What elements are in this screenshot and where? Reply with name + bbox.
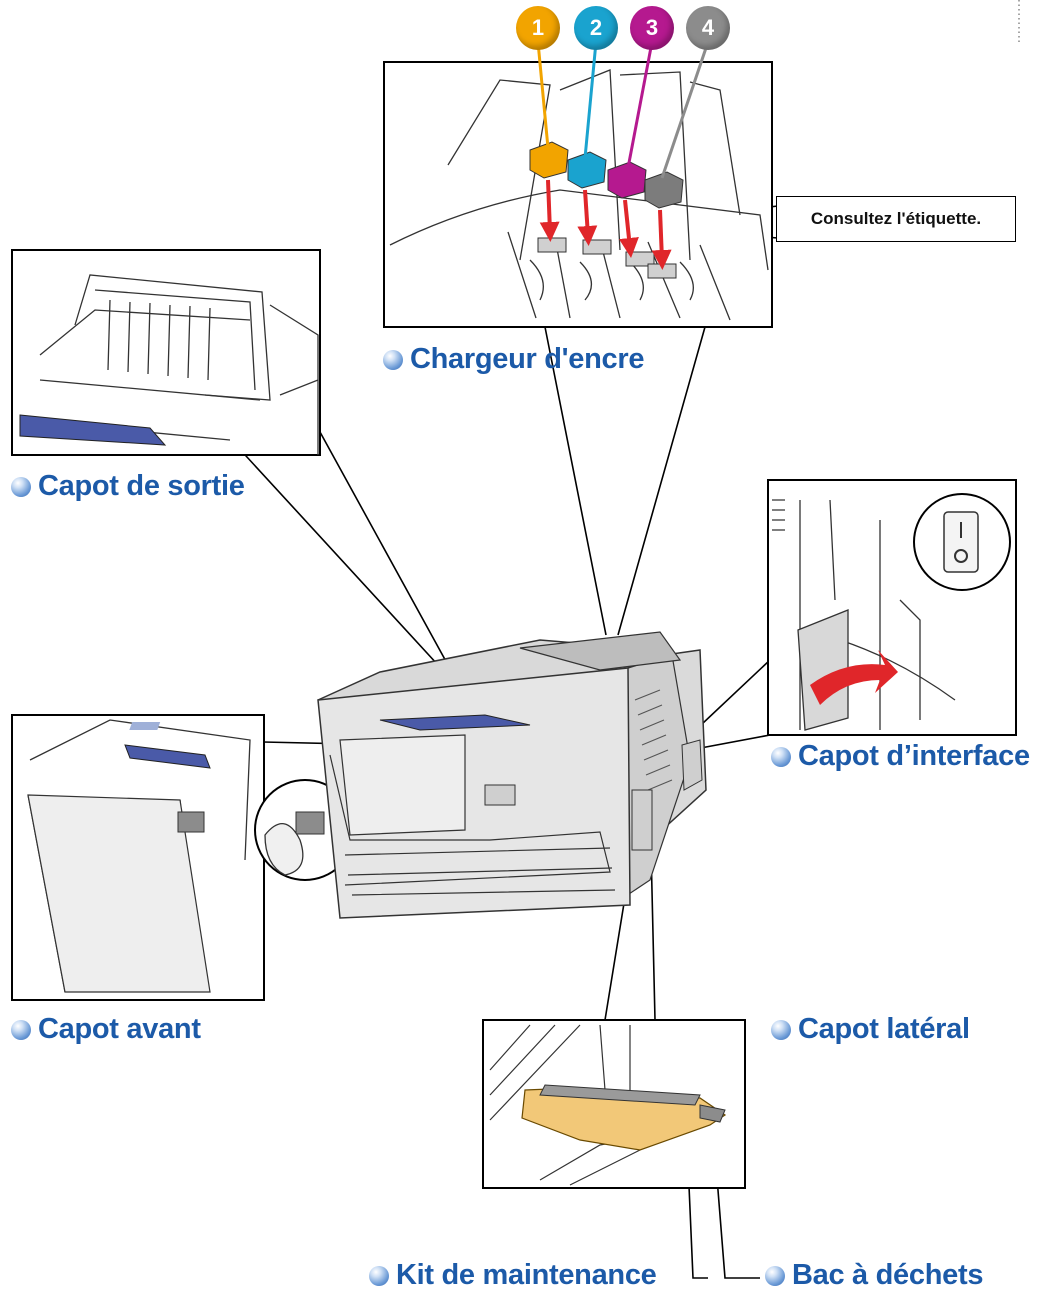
bullet-icon bbox=[369, 1265, 389, 1286]
ink-stick-cyan bbox=[567, 151, 607, 189]
ink-slot-badge-4: 4 bbox=[686, 6, 730, 50]
label-waste-tray: Bac à déchets bbox=[765, 1259, 983, 1292]
consult-label-callout: Consultez l'étiquette. bbox=[776, 196, 1016, 242]
interface-cover-panel bbox=[767, 479, 1017, 736]
ink-stick-black bbox=[644, 171, 684, 209]
bullet-icon bbox=[771, 746, 791, 767]
exit-cover-panel bbox=[11, 249, 321, 456]
ink-loader-panel bbox=[383, 41, 773, 328]
bullet-icon bbox=[11, 1019, 31, 1040]
label-interface-cover: Capot d’interface bbox=[771, 740, 1030, 773]
ink-slot-badge-2: 2 bbox=[574, 6, 618, 50]
front-cover-panel bbox=[11, 714, 356, 1001]
side-cover-panel bbox=[482, 1019, 746, 1189]
leader-exit-cover bbox=[223, 431, 449, 666]
label-ink-loader: Chargeur d'encre bbox=[383, 343, 644, 376]
label-maintenance-kit: Kit de maintenance bbox=[369, 1259, 657, 1292]
printer-illustration bbox=[129, 631, 707, 919]
label-side-cover: Capot latéral bbox=[771, 1013, 970, 1046]
bullet-icon bbox=[765, 1265, 785, 1286]
margin-dotted-rule bbox=[1018, 0, 1020, 42]
leader-ink-loader bbox=[544, 326, 706, 636]
ink-stick-yellow bbox=[529, 141, 569, 179]
insert-arrows bbox=[539, 179, 672, 270]
bullet-icon bbox=[11, 476, 31, 497]
label-front-cover: Capot avant bbox=[11, 1013, 201, 1046]
ink-slot-badge-1: 1 bbox=[516, 6, 560, 50]
bullet-icon bbox=[383, 349, 403, 370]
label-exit-cover: Capot de sortie bbox=[11, 470, 245, 503]
ink-slot-badge-3: 3 bbox=[630, 6, 674, 50]
bullet-icon bbox=[771, 1019, 791, 1040]
